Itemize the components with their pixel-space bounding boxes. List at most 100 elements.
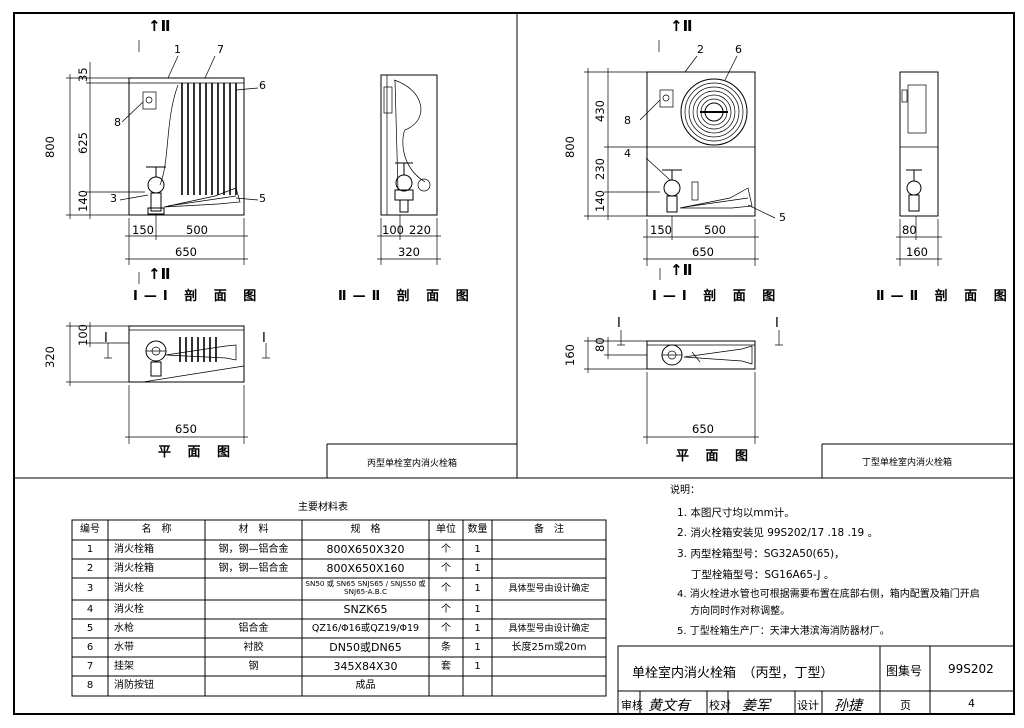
left-section2-title: Ⅱ—Ⅱ 剖 面 图: [338, 289, 475, 304]
header-material: 材 料: [238, 524, 269, 535]
sheet-border: [13, 12, 1015, 715]
review-label: 审核: [621, 699, 643, 712]
row1-unit: 个: [441, 544, 451, 555]
row3-spec: SN50 或 SN65 SNJS65 / SNJS50 或 SNJ65-A.B.…: [305, 579, 426, 596]
right-section-1: [584, 40, 776, 280]
row1-spec: 800X650X320: [326, 543, 405, 556]
atlas-number: 99S202: [948, 662, 994, 676]
row3-remark: 具体型号由设计确定: [508, 584, 590, 594]
right-label-box: 丁型单栓室内消火栓箱: [862, 458, 953, 468]
right-plan-dim-80: 80: [593, 337, 607, 352]
right-dim-r160: 160: [906, 245, 928, 259]
header-no: 编号: [80, 524, 100, 535]
right-callout-4: 4: [624, 147, 631, 160]
drawing-title: 单栓室内消火栓箱 （丙型，丁型）: [632, 666, 834, 681]
row7-material: 钢: [248, 661, 259, 672]
note-5: 5. 丁型栓箱生产厂：天津大港滨海消防器材厂。: [677, 626, 890, 637]
right-dim-430: 430: [593, 100, 607, 122]
right-plan: [584, 330, 783, 444]
row4-unit: 个: [441, 604, 451, 615]
note-3: 3. 丙型栓箱型号：SG32A50(65)，: [677, 548, 845, 560]
right-section1-title: I—I 剖 面 图: [652, 289, 782, 304]
row8-spec: 成品: [355, 680, 376, 691]
row5-unit: 个: [441, 623, 451, 634]
row2-no: 2: [86, 563, 94, 574]
row7-spec: 345X84X30: [333, 660, 398, 673]
right-callout-8: 8: [624, 114, 631, 127]
left-callout-5: 5: [259, 192, 266, 205]
materials-table-grid: [71, 519, 607, 697]
row3-name: 消火栓: [114, 583, 144, 594]
row1-no: 1: [86, 544, 94, 555]
row7-no: 7: [86, 661, 94, 672]
right-plan-dim-650: 650: [692, 422, 714, 436]
row8-no: 8: [86, 680, 94, 691]
left-dim-r320: 320: [398, 245, 420, 259]
row8-name: 消防按钮: [114, 680, 154, 691]
right-dim-140: 140: [593, 190, 607, 212]
row5-material: 铝合金: [238, 623, 269, 634]
row2-name: 消火栓箱: [114, 563, 154, 574]
left-callout-3: 3: [110, 192, 117, 205]
row5-no: 5: [86, 623, 94, 634]
header-unit: 单位: [436, 524, 456, 535]
note-3b: 丁型栓箱型号：SG16A65-J 。: [677, 569, 835, 581]
left-plan: [66, 322, 270, 444]
row6-name: 水带: [114, 642, 134, 653]
hose-reel: [680, 78, 748, 146]
row6-spec: DN50或DN65: [329, 641, 402, 654]
row5-spec: QZ16/Φ16或QZ19/Φ19: [311, 623, 420, 634]
left-plan-dim-100: 100: [76, 324, 90, 346]
right-dim-800: 800: [563, 136, 577, 158]
row5-name: 水枪: [114, 623, 134, 634]
notes-heading: 说明：: [670, 485, 700, 496]
left-callout-1: 1: [174, 43, 181, 56]
right-plan-title: 平 面 图: [676, 449, 755, 464]
note-4b: 方向同时作对称调整。: [677, 606, 791, 617]
left-dim-35: 35: [76, 67, 90, 82]
check-signature: 姜军: [742, 698, 770, 714]
row1-name: 消火栓箱: [114, 544, 154, 555]
note-1: 1. 本图尺寸均以mm计。: [677, 507, 795, 519]
row4-qty: 1: [474, 604, 481, 615]
header-name: 名 称: [141, 524, 172, 535]
left-section-2: [377, 74, 441, 265]
right-dim-150: 150: [650, 223, 672, 237]
row7-name: 挂架: [114, 661, 134, 672]
right-section-marker-top: ↑Ⅱ: [670, 17, 693, 35]
left-callout-6: 6: [259, 79, 266, 92]
right-plan-dim-160: 160: [563, 344, 577, 366]
row2-qty: 1: [474, 563, 481, 574]
row2-unit: 个: [441, 563, 451, 574]
left-dim-800: 800: [43, 136, 57, 158]
design-label: 设计: [797, 699, 819, 712]
left-dim-650: 650: [175, 245, 197, 259]
row6-unit: 条: [441, 642, 451, 653]
plan-hose-hatch: [179, 337, 217, 362]
right-section-2: [896, 71, 942, 266]
left-callout-8: 8: [114, 116, 121, 129]
row2-material: 钢，钢—铝合金: [218, 563, 289, 574]
row6-no: 6: [86, 642, 94, 653]
row5-qty: 1: [474, 623, 481, 634]
left-section1-title: I—I 剖 面 图: [133, 289, 263, 304]
left-plan-dim-320: 320: [43, 346, 57, 368]
row4-spec: SNZK65: [343, 603, 388, 616]
row1-material: 钢，钢—铝合金: [218, 544, 289, 555]
row4-no: 4: [86, 604, 94, 615]
row5-remark: 具体型号由设计确定: [508, 624, 590, 634]
left-dim-r220: 220: [409, 223, 431, 237]
left-section-1: [66, 40, 259, 284]
right-plan-marker-left: I: [617, 316, 621, 331]
right-dim-230: 230: [593, 158, 607, 180]
right-callout-2: 2: [697, 43, 704, 56]
right-dim-r80: 80: [902, 223, 917, 237]
row3-unit: 个: [441, 583, 451, 594]
design-signature: 孙捷: [834, 698, 862, 714]
title-block-grid: [617, 645, 1015, 715]
hose-rack: [181, 83, 237, 195]
right-callout-6: 6: [735, 43, 742, 56]
note-2: 2. 消火栓箱安装见 99S202/17 .18 .19 。: [677, 527, 879, 539]
header-spec: 规 格: [350, 524, 381, 535]
